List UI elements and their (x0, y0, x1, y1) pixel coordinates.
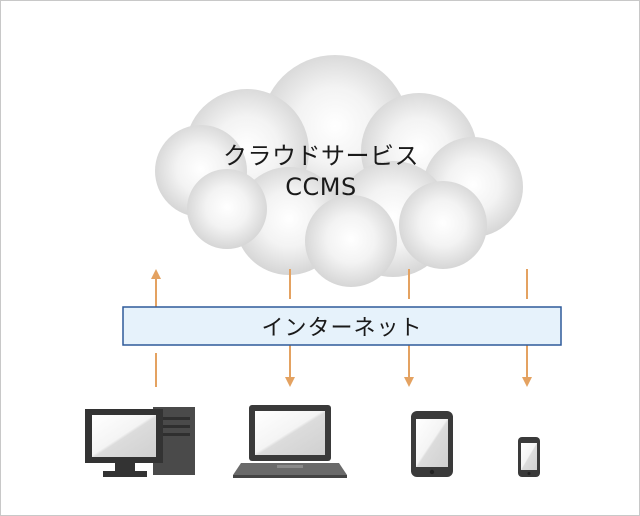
cloud-title-line-2: CCMS (285, 173, 357, 201)
arrow-tablet-down (404, 269, 414, 387)
arrow-desktop-up (151, 269, 161, 387)
tablet-icon (411, 411, 453, 477)
desktop-computer-icon (85, 407, 195, 477)
internet-bar (122, 306, 562, 346)
connection-arrows (151, 269, 532, 387)
internet-label: インターネット (261, 316, 423, 341)
smartphone-icon (518, 437, 540, 477)
cloud-title-line-1: クラウドサービス (223, 142, 419, 170)
cloud-shape (155, 55, 523, 287)
arrow-laptop-down (285, 269, 295, 387)
cloud-title: クラウドサービス CCMS (191, 141, 451, 203)
arrow-smartphone-down (522, 269, 532, 387)
laptop-icon (233, 405, 347, 478)
